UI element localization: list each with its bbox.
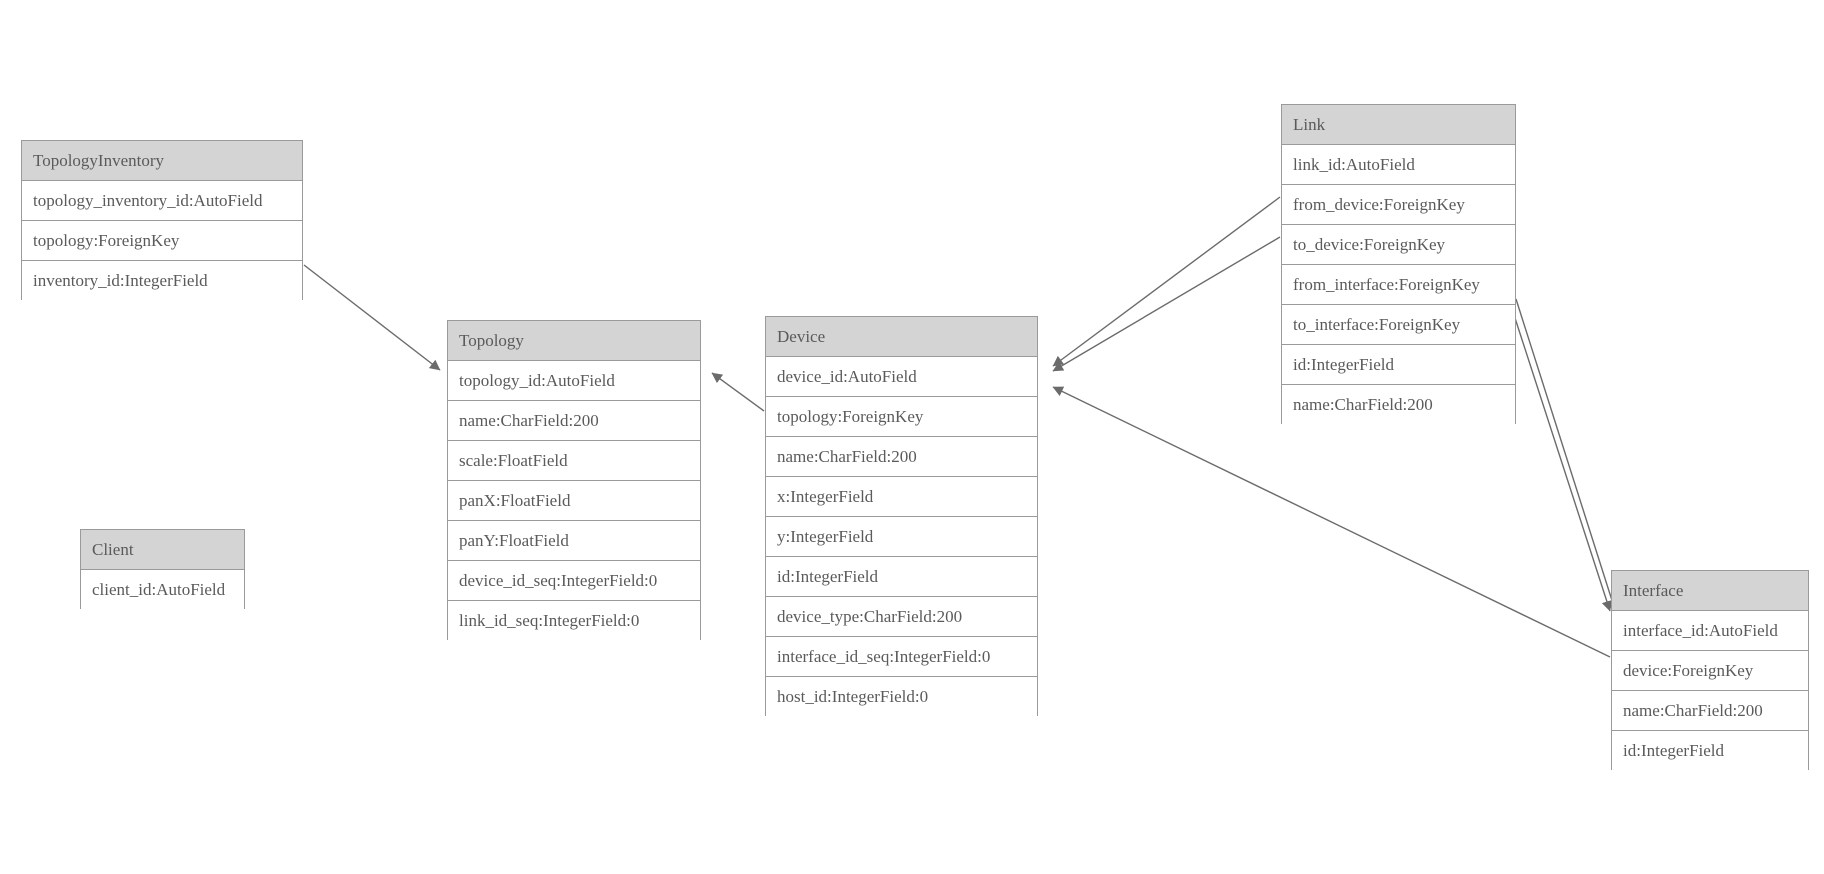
- entity-field: from_device:ForeignKey: [1282, 185, 1515, 225]
- entity-field: scale:FloatField: [448, 441, 700, 481]
- entity-field: topology:ForeignKey: [766, 397, 1037, 437]
- entity-field: x:IntegerField: [766, 477, 1037, 517]
- entity-field: device_type:CharField:200: [766, 597, 1037, 637]
- entity-field: link_id:AutoField: [1282, 145, 1515, 185]
- entity-field: device_id_seq:IntegerField:0: [448, 561, 700, 601]
- entity-field: inventory_id:IntegerField: [22, 261, 302, 301]
- entity-field: link_id_seq:IntegerField:0: [448, 601, 700, 641]
- edge-topologyinventory-topology: [303, 264, 441, 371]
- entity-field: panX:FloatField: [448, 481, 700, 521]
- entity-field: topology:ForeignKey: [22, 221, 302, 261]
- edge-link-from-interface: [1502, 280, 1612, 612]
- entity-title-link: Link: [1282, 105, 1515, 145]
- entity-title-client: Client: [81, 530, 244, 570]
- edge-device-topology: [711, 372, 765, 412]
- entity-field: topology_inventory_id:AutoField: [22, 181, 302, 221]
- entity-field: name:CharField:200: [766, 437, 1037, 477]
- entity-field: id:IntegerField: [1612, 731, 1808, 771]
- entity-field: name:CharField:200: [1282, 385, 1515, 425]
- entity-title-topology: Topology: [448, 321, 700, 361]
- entity-field: name:CharField:200: [1612, 691, 1808, 731]
- entity-field: id:IntegerField: [1282, 345, 1515, 385]
- entity-field: client_id:AutoField: [81, 570, 244, 610]
- entity-title-topology_inventory: TopologyInventory: [22, 141, 302, 181]
- entity-title-device: Device: [766, 317, 1037, 357]
- entity-title-interface: Interface: [1612, 571, 1808, 611]
- entity-field: id:IntegerField: [766, 557, 1037, 597]
- entity-field: interface_id_seq:IntegerField:0: [766, 637, 1037, 677]
- entity-field: to_device:ForeignKey: [1282, 225, 1515, 265]
- entity-field: device:ForeignKey: [1612, 651, 1808, 691]
- edge-link-from-device: [1052, 196, 1281, 367]
- entity-field: interface_id:AutoField: [1612, 611, 1808, 651]
- entity-field: to_interface:ForeignKey: [1282, 305, 1515, 345]
- entity-field: host_id:IntegerField:0: [766, 677, 1037, 717]
- entity-field: device_id:AutoField: [766, 357, 1037, 397]
- edge-interface-device: [1052, 386, 1611, 658]
- edge-link-to-interface: [1515, 298, 1618, 614]
- edge-link-to-device: [1052, 236, 1281, 372]
- entity-field: topology_id:AutoField: [448, 361, 700, 401]
- entity-field: panY:FloatField: [448, 521, 700, 561]
- entity-field: name:CharField:200: [448, 401, 700, 441]
- entity-field: from_interface:ForeignKey: [1282, 265, 1515, 305]
- entity-field: y:IntegerField: [766, 517, 1037, 557]
